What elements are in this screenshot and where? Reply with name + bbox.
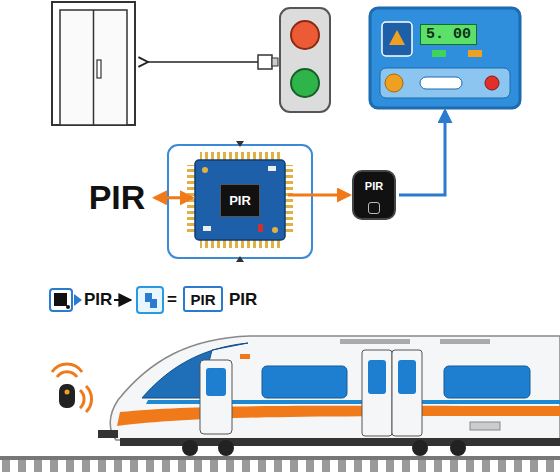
node-text: PIR xyxy=(365,180,383,192)
pir-label-node: PIR xyxy=(82,176,152,220)
chip-module xyxy=(168,141,312,262)
connector-arrow xyxy=(155,196,192,199)
plug xyxy=(258,55,278,69)
pir-box: PIR xyxy=(183,286,223,312)
rail-ties xyxy=(0,460,560,472)
control-panel-display: 5. 00 xyxy=(370,8,520,108)
chip: PIR xyxy=(195,160,285,240)
rail xyxy=(0,456,560,460)
train xyxy=(98,336,560,456)
pir-text: PIR xyxy=(229,290,257,310)
traffic-light xyxy=(280,8,330,112)
pir-sensor-device: PIR xyxy=(352,170,396,220)
node-text: PIR xyxy=(190,291,215,308)
wireless-sensor xyxy=(52,364,92,412)
node-text: PIR xyxy=(220,184,260,217)
equals-sign: = xyxy=(167,290,177,310)
pir-text: PIR xyxy=(84,290,112,310)
connector-arrow xyxy=(288,194,349,197)
node-text: 5. 00 xyxy=(420,24,477,45)
node-text: PIR xyxy=(89,178,146,217)
door xyxy=(52,2,135,125)
control-panel xyxy=(370,8,520,108)
connector-arrow xyxy=(399,111,445,195)
door-link xyxy=(148,61,258,63)
equation-icons xyxy=(50,287,163,313)
